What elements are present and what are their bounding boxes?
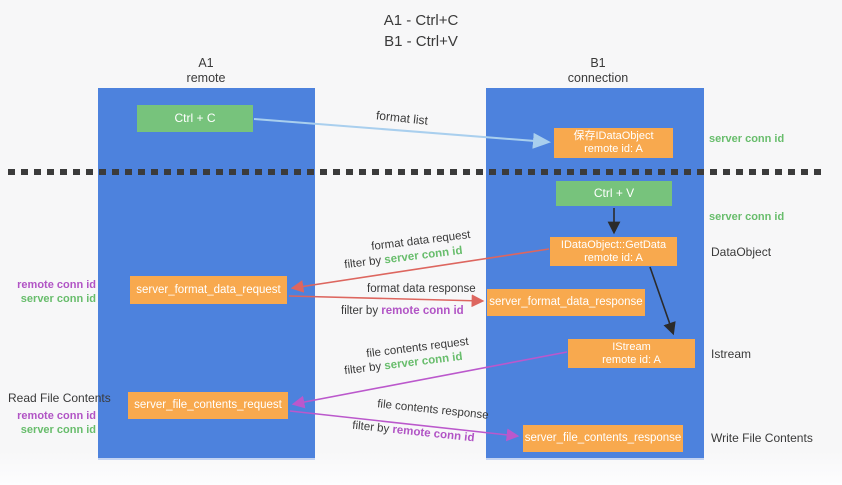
file-request-label: server_file_contents_request — [134, 399, 282, 411]
ctrl-v-box: Ctrl + V — [556, 181, 672, 206]
getdata-line1: IDataObject::GetData — [560, 238, 667, 251]
file-request-box: server_file_contents_request — [128, 392, 288, 419]
save-dataobject-box: 保存IDataObject remote id: A — [554, 128, 673, 158]
save-dataobject-line1: 保存IDataObject — [573, 130, 654, 142]
read-file-contents-label: Read File Contents — [8, 391, 111, 405]
column-b-id: B1 — [590, 56, 606, 70]
write-file-contents-label: Write File Contents — [711, 431, 813, 445]
istream-box: IStream remote id: A — [568, 339, 695, 368]
dashed-separator — [8, 169, 826, 175]
remote-conn-id-label-bottom: remote conn id — [17, 410, 96, 422]
server-conn-id-label-left-bottom: server conn id — [20, 424, 96, 436]
column-a-header: A1 remote — [146, 56, 266, 86]
remote-conn-id-label-top: remote conn id — [17, 279, 96, 291]
getdata-box: IDataObject::GetData remote id: A — [550, 237, 677, 266]
dataobject-side-label: DataObject — [711, 245, 772, 259]
format-request-box: server_format_data_request — [130, 276, 287, 304]
filter-by-text: filter by — [351, 419, 390, 436]
server-conn-id-label-left-top: server conn id — [20, 293, 96, 305]
remote-conn-id-text: remote conn id — [391, 423, 476, 445]
column-a-subtitle: remote — [186, 71, 226, 85]
filter-by-text: filter by — [343, 360, 382, 378]
format-response-label: server_format_data_response — [489, 296, 643, 308]
istream-side-label: Istream — [711, 347, 752, 361]
ctrl-v-label: Ctrl + V — [593, 186, 635, 200]
server-conn-id-label-top: server conn id — [709, 133, 785, 145]
file-response-label: server_file_contents_response — [524, 432, 682, 444]
format-list-label: format list — [375, 108, 429, 128]
file-contents-response-label: file contents response — [376, 398, 490, 422]
filter-by-remote-conn-id-label-2: filter by remote conn id — [352, 420, 475, 445]
filter-by-remote-conn-id-label-1: filter by remote conn id — [341, 305, 464, 317]
ctrl-c-box: Ctrl + C — [137, 105, 253, 132]
column-b-subtitle: connection — [567, 71, 629, 85]
ctrl-c-label: Ctrl + C — [174, 111, 216, 125]
save-dataobject-line2: remote id: A — [584, 143, 643, 155]
istream-line1: IStream — [612, 340, 651, 353]
remote-conn-id-text: remote conn id — [381, 305, 464, 317]
column-a-id: A1 — [198, 56, 214, 70]
format-response-box: server_format_data_response — [487, 289, 645, 316]
filter-by-text: filter by — [341, 305, 379, 317]
filter-by-text: filter by — [343, 254, 382, 272]
istream-line2: remote id: A — [602, 353, 661, 366]
title-line-paste: B1 - Ctrl+V — [384, 33, 458, 50]
column-b-header: B1 connection — [538, 56, 658, 86]
file-response-box: server_file_contents_response — [523, 425, 683, 452]
title-line-copy: A1 - Ctrl+C — [383, 12, 459, 29]
format-data-response-arrow — [288, 294, 485, 308]
getdata-line2: remote id: A — [584, 251, 643, 264]
format-data-response-label: format data response — [367, 283, 476, 295]
diagram-title: A1 - Ctrl+C B1 - Ctrl+V — [0, 10, 842, 52]
server-conn-id-label-mid: server conn id — [709, 211, 785, 223]
format-request-label: server_format_data_request — [136, 283, 281, 296]
